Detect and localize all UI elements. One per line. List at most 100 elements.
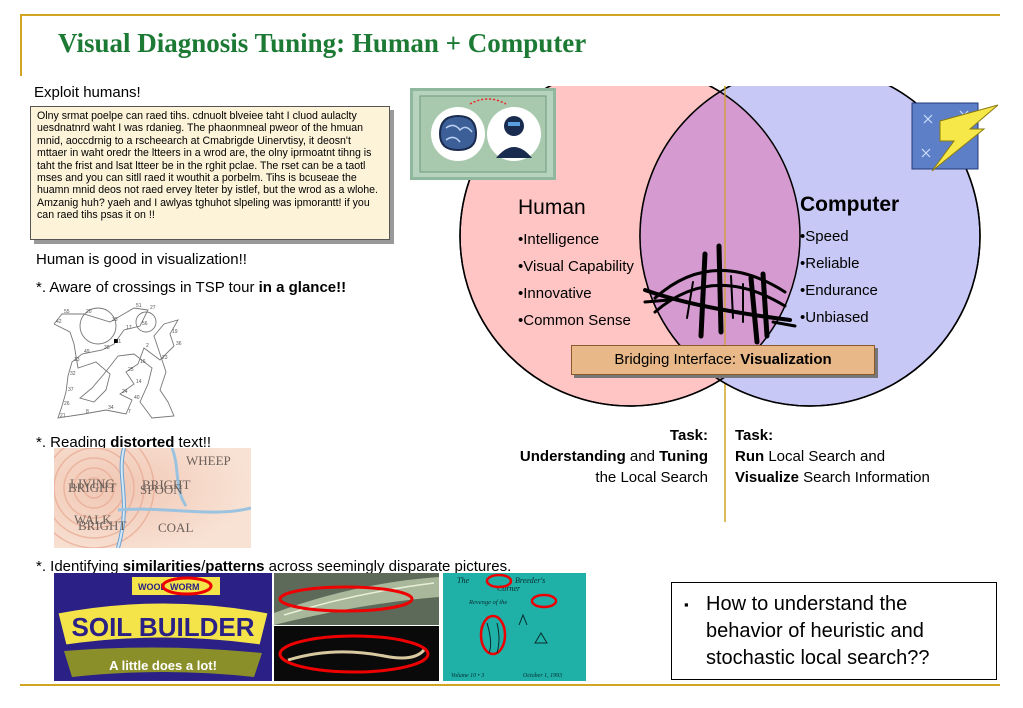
exploit-heading: Exploit humans! [34,84,141,101]
tsp-node-label: 32 [70,371,76,377]
soil-main-title: SOIL BUILDER [72,612,255,642]
scrambled-text-note: Olny srmat poelpe can raed tihs. cdnuolt… [30,106,390,240]
captcha-word: COAL [158,520,193,535]
human-item: •Intelligence [518,231,600,248]
reading-prefix: *. Reading [36,434,111,451]
good-in-vis-text: Human is good in visualization!! [36,251,247,268]
reading-line: *. Reading distorted text!! [36,434,211,451]
computer-task-label: Task: [735,427,774,444]
tsp-node-label: 19 [172,329,178,335]
slide-title: Visual Diagnosis Tuning: Human + Compute… [58,28,587,58]
human-item: •Common Sense [518,312,631,329]
computer-task-text-1: Local Search and [764,448,886,465]
soil-builder-image: WOOL WORM SOIL BUILDER A little does a l… [54,573,272,681]
reading-suffix: text!! [174,434,212,451]
bridging-interface-box: Bridging Interface: Visualization [571,345,875,375]
tsp-node-label: 27 [150,305,156,311]
computer-item: •Reliable [800,255,860,272]
comic-title-1: The [457,576,469,585]
soil-subtitle: A little does a lot! [109,658,217,673]
human-task-bold-1: Understanding [519,448,626,465]
human-list: •Intelligence •Visual Capability •Innova… [518,226,634,334]
ident-bold-1: similarities [122,558,202,575]
captcha-word: LIVING [70,476,115,491]
human-item: •Visual Capability [518,258,634,275]
bullet-icon: ▪ [684,597,689,612]
bottom-rule [20,684,1000,686]
tsp-node-label: 7 [128,409,131,415]
reading-bold: distorted [110,434,175,451]
crossings-bold: in a glance!! [258,279,347,296]
crossings-prefix: *. Aware of crossings in TSP tour [36,279,259,296]
tsp-node-label: 34 [108,405,114,411]
computer-task: Task: Run Local Search and Visualize Sea… [735,425,930,488]
venn-diagram [459,86,981,522]
captcha-word: BRIGHT [68,480,116,495]
comic-image: The Breeder's Corner Revenge of the Volu… [443,573,586,681]
computer-task-text-2: Search Information [798,469,930,486]
tsp-crossing-circle-2 [135,311,157,333]
left-rule [20,14,22,76]
human-title: Human [518,196,586,219]
captcha-word: WALK [74,512,112,527]
bridge-prefix: Bridging Interface: [614,351,741,368]
leaf-photo [274,573,439,625]
tsp-node-label: 26 [64,401,70,407]
lightning-icon [931,104,999,172]
tsp-node-label: 37 [68,387,74,393]
ident-bold-2: patterns [205,558,265,575]
tsp-node-label: 49 [84,349,90,355]
tsp-node-label: 13 [74,357,80,363]
computer-item: •Endurance [800,282,878,299]
computer-item: •Unbiased [800,309,869,326]
soil-top-label-2: WORM [170,582,200,592]
human-task-label: Task: [669,427,708,444]
tsp-node-label: 24 [122,389,128,395]
human-task-bold-2: Tuning [659,448,708,465]
human-task-line3: the Local Search [595,469,708,486]
comic-title-3: Corner [497,584,521,593]
soil-top-label: WOOL [138,582,166,592]
identifying-line: *. Identifying similarities/patterns acr… [36,558,511,575]
question-box: ▪ How to understand the behavior of heur… [671,582,997,680]
computer-task-bold-2: Visualize [735,469,799,486]
tsp-node-label: 40 [134,395,140,401]
tsp-node-label: 17 [126,325,132,331]
ident-suffix: across seemingly disparate pictures. [264,558,512,575]
tsp-node-label: 38 [104,345,110,351]
computer-title: Computer [800,193,900,216]
highlight-ellipse [278,585,414,613]
comic-title-2: Breeder's [515,576,545,585]
top-rule [20,14,1000,16]
highlight-ellipse [278,634,430,674]
highlight-ellipse [161,576,213,596]
crossings-line: *. Aware of crossings in TSP tour in a g… [36,279,346,296]
tsp-node-label: 55 [64,309,70,315]
tsp-node-label: 8 [86,409,89,415]
captcha-word: SPOON [140,482,183,497]
tsp-node-label: 20 [86,309,92,315]
distorted-text-image: LIVING BRIGHT BRIGHT SPOON WHEEP WALK BR… [54,448,251,548]
highlight-ellipse [530,593,558,609]
human-task-and: and [625,448,660,465]
scrambled-text: Olny srmat poelpe can raed tihs. cdnuolt… [37,110,378,222]
tsp-node-label: 56 [142,321,148,327]
highlight-ellipse [479,614,507,656]
captcha-word: BRIGHT [142,477,190,492]
tsp-node-label: 16 [140,359,146,365]
ident-prefix: *. Identifying [36,558,123,575]
question-text: How to understand the behavior of heuris… [706,593,930,669]
tsp-node-label: 36 [176,341,182,347]
highlight-ellipse [485,573,513,589]
tsp-node-label: 42 [56,319,62,325]
ident-slash: / [201,558,206,575]
bridge-icon [643,243,797,345]
comic-footer-right: October 1, 1993 [523,673,562,679]
human-computer-picture [410,88,556,180]
tsp-node-label: 2 [146,343,149,349]
tsp-marker [114,339,118,343]
tsp-node-label: 11 [116,339,121,345]
tsp-node-label: 21 [60,413,66,419]
worm-photo [274,626,439,681]
